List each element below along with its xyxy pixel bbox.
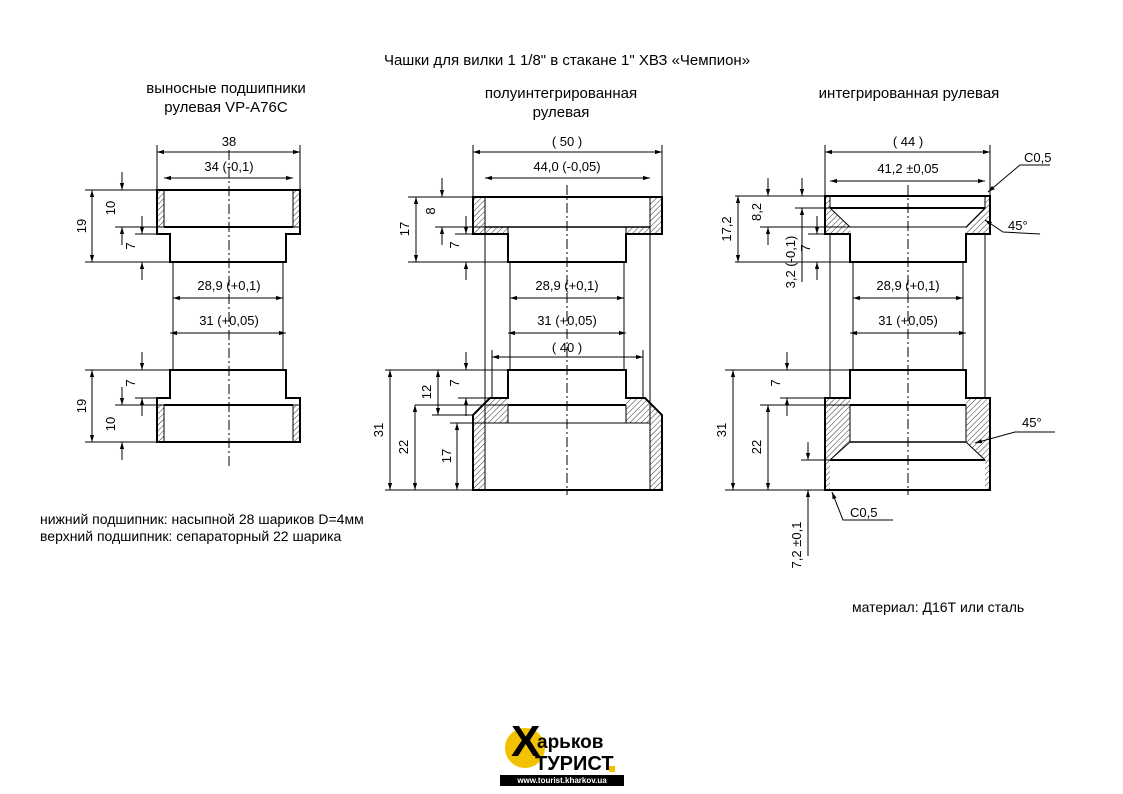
logo-figure-icon: Х: [511, 717, 541, 766]
dim-h-bot-22: 22: [396, 440, 411, 454]
dim-outer: 38: [222, 134, 236, 149]
dim-h-bot-12: 12: [419, 385, 434, 399]
dim-h-top: 17,2: [719, 216, 734, 241]
dim-d1: 28,9 (+0,1): [876, 278, 939, 293]
dim-d1: 28,9 (+0,1): [535, 278, 598, 293]
dim-h-top-step: 7: [447, 241, 462, 248]
dim-h-top-82: 8,2: [749, 203, 764, 221]
dim-h-top-32: 3,2 (-0,1): [783, 236, 798, 289]
dim-h-bot-72: 7,2 ±0,1: [789, 522, 804, 569]
dim-h-bot-step: 7: [768, 379, 783, 386]
dimension-labels: 38 34 (-0,1) 28,9 (+0,1) 31 (+0,05) 19 1…: [74, 134, 1051, 568]
dim-inner: 34 (-0,1): [204, 159, 253, 174]
logo-url: www.tourist.kharkov.ua: [500, 775, 624, 786]
angle-bot-label: 45°: [1022, 415, 1042, 430]
dim-h-top: 17: [397, 222, 412, 236]
dim-h-bot-17: 17: [439, 449, 454, 463]
dim-h-bot-step: 7: [447, 379, 462, 386]
dim-h-bot: 31: [371, 423, 386, 437]
heading-external-line1: выносные подшипники: [146, 80, 306, 97]
dim-h-bot: 19: [74, 399, 89, 413]
dim-outer: ( 50 ): [552, 134, 582, 149]
dim-h-bot-22: 22: [749, 440, 764, 454]
angle-top-label: 45°: [1008, 218, 1028, 233]
chamfer-bot-label: C0,5: [850, 505, 877, 520]
dim-outer: ( 44 ): [893, 134, 923, 149]
drawing-title: Чашки для вилки 1 1/8" в стакане 1" ХВЗ …: [383, 52, 751, 69]
dim-d2: 31 (+0,05): [878, 313, 938, 328]
material-note: материал: Д16Т или сталь: [852, 599, 1025, 615]
logo-sun: [505, 728, 545, 768]
dim-inner: 44,0 (-0,05): [533, 159, 600, 174]
dim-h-top-step: 7: [123, 242, 138, 249]
dim-h-bot: 31: [714, 423, 729, 437]
dim-h-bot-step: 7: [123, 379, 138, 386]
logo-line2: ТУРИСТ: [535, 753, 614, 775]
cup-integrated-top: [824, 195, 991, 263]
dim-d3: ( 40 ): [552, 340, 582, 355]
heading-semi-line1: полуинтегрированная: [484, 85, 638, 102]
dim-d2: 31 (+0,05): [537, 313, 597, 328]
logo-line1: арьков: [537, 732, 604, 753]
heading-integrated: интегрированная рулевая: [818, 85, 1000, 102]
logo-dot: [609, 766, 615, 772]
dim-h-top-flange: 10: [103, 201, 118, 215]
heading-external-line2: рулевая VP-A76C: [164, 99, 288, 116]
dim-h-top-flange: 8: [423, 207, 438, 214]
dim-inner: 41,2 ±0,05: [877, 161, 938, 176]
logo: Х арьков ТУРИСТ www.tourist.kharkov.ua: [497, 718, 627, 788]
chamfer-top-label: C0,5: [1024, 150, 1051, 165]
heading-semi-line2: рулевая: [532, 104, 590, 121]
dim-h-top: 19: [74, 219, 89, 233]
dim-d1: 28,9 (+0,1): [197, 278, 260, 293]
dim-h-bot-flange: 10: [103, 417, 118, 431]
dim-d2: 31 (+0,05): [199, 313, 259, 328]
note-lower-bearing: нижний подшипник: насыпной 28 шариков D=…: [40, 511, 364, 527]
note-upper-bearing: верхний подшипник: сепараторный 22 шарик…: [40, 528, 342, 544]
dim-h-top-step: 7: [798, 244, 813, 251]
